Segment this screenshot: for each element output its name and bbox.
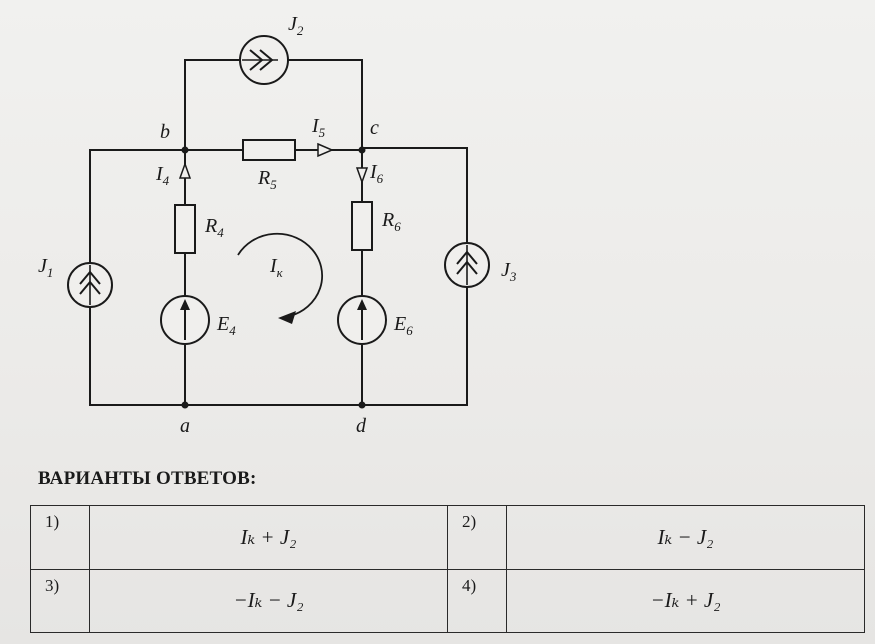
option-3-expression[interactable]: −Iₖ − J₂ (89, 568, 448, 633)
node-c-dot (358, 146, 366, 154)
label-e4: E4 (216, 313, 236, 338)
voltage-source-e4 (160, 295, 210, 345)
option-4-expression[interactable]: −Iₖ + J₂ (506, 568, 865, 633)
label-j2: J2 (288, 13, 304, 38)
label-e6: E6 (393, 313, 413, 338)
current-source-j2 (239, 35, 289, 85)
answers-row: 1) Iₖ + J₂ 2) Iₖ − J₂ (30, 505, 865, 570)
option-1-expression[interactable]: Iₖ + J₂ (89, 505, 448, 570)
option-2-expression[interactable]: Iₖ − J₂ (506, 505, 865, 570)
node-label-d: d (356, 415, 367, 437)
answers-table: 1) Iₖ + J₂ 2) Iₖ − J₂ 3) −Iₖ − J₂ 4) −Iₖ… (30, 505, 865, 633)
arrow-i5 (317, 142, 334, 158)
label-i6: I6 (369, 161, 384, 186)
current-source-j3 (444, 242, 490, 288)
label-r6: R6 (381, 209, 401, 234)
arrow-i4 (178, 161, 192, 179)
node-b-dot (181, 146, 189, 154)
label-i5: I5 (311, 115, 326, 140)
circuit-diagram: b c a d J2 J1 J3 E4 E6 R4 R5 R6 I4 I5 I6… (38, 13, 517, 437)
node-d-dot (358, 401, 366, 409)
label-j1: J1 (38, 255, 53, 280)
label-i4: I4 (155, 163, 170, 188)
current-source-j1 (67, 262, 113, 308)
wire-left-low (89, 285, 468, 406)
option-number: 2) (447, 505, 507, 570)
node-label-a: a (180, 415, 190, 437)
arrow-i6 (355, 167, 369, 185)
answers-heading: ВАРИАНТЫ ОТВЕТОВ: (38, 468, 257, 489)
wire-top-right (288, 59, 363, 148)
voltage-source-e6 (337, 295, 387, 345)
option-number: 1) (30, 505, 90, 570)
wire-left (89, 149, 185, 265)
node-label-c: c (370, 117, 379, 139)
label-r5: R5 (257, 167, 277, 192)
answers-row: 3) −Iₖ − J₂ 4) −Iₖ + J₂ (30, 568, 865, 633)
label-r4: R4 (204, 215, 224, 240)
wire-right (362, 147, 468, 245)
resistor-r6 (351, 201, 373, 251)
node-a-dot (181, 401, 189, 409)
wire-top (184, 59, 240, 150)
label-j3: J3 (501, 259, 517, 284)
loop-current-ik (237, 232, 323, 324)
option-number: 4) (447, 568, 507, 633)
node-label-b: b (160, 121, 170, 143)
resistor-r5 (242, 139, 296, 161)
resistor-r4 (174, 204, 196, 254)
label-ik: Iк (269, 255, 284, 280)
option-number: 3) (30, 568, 90, 633)
